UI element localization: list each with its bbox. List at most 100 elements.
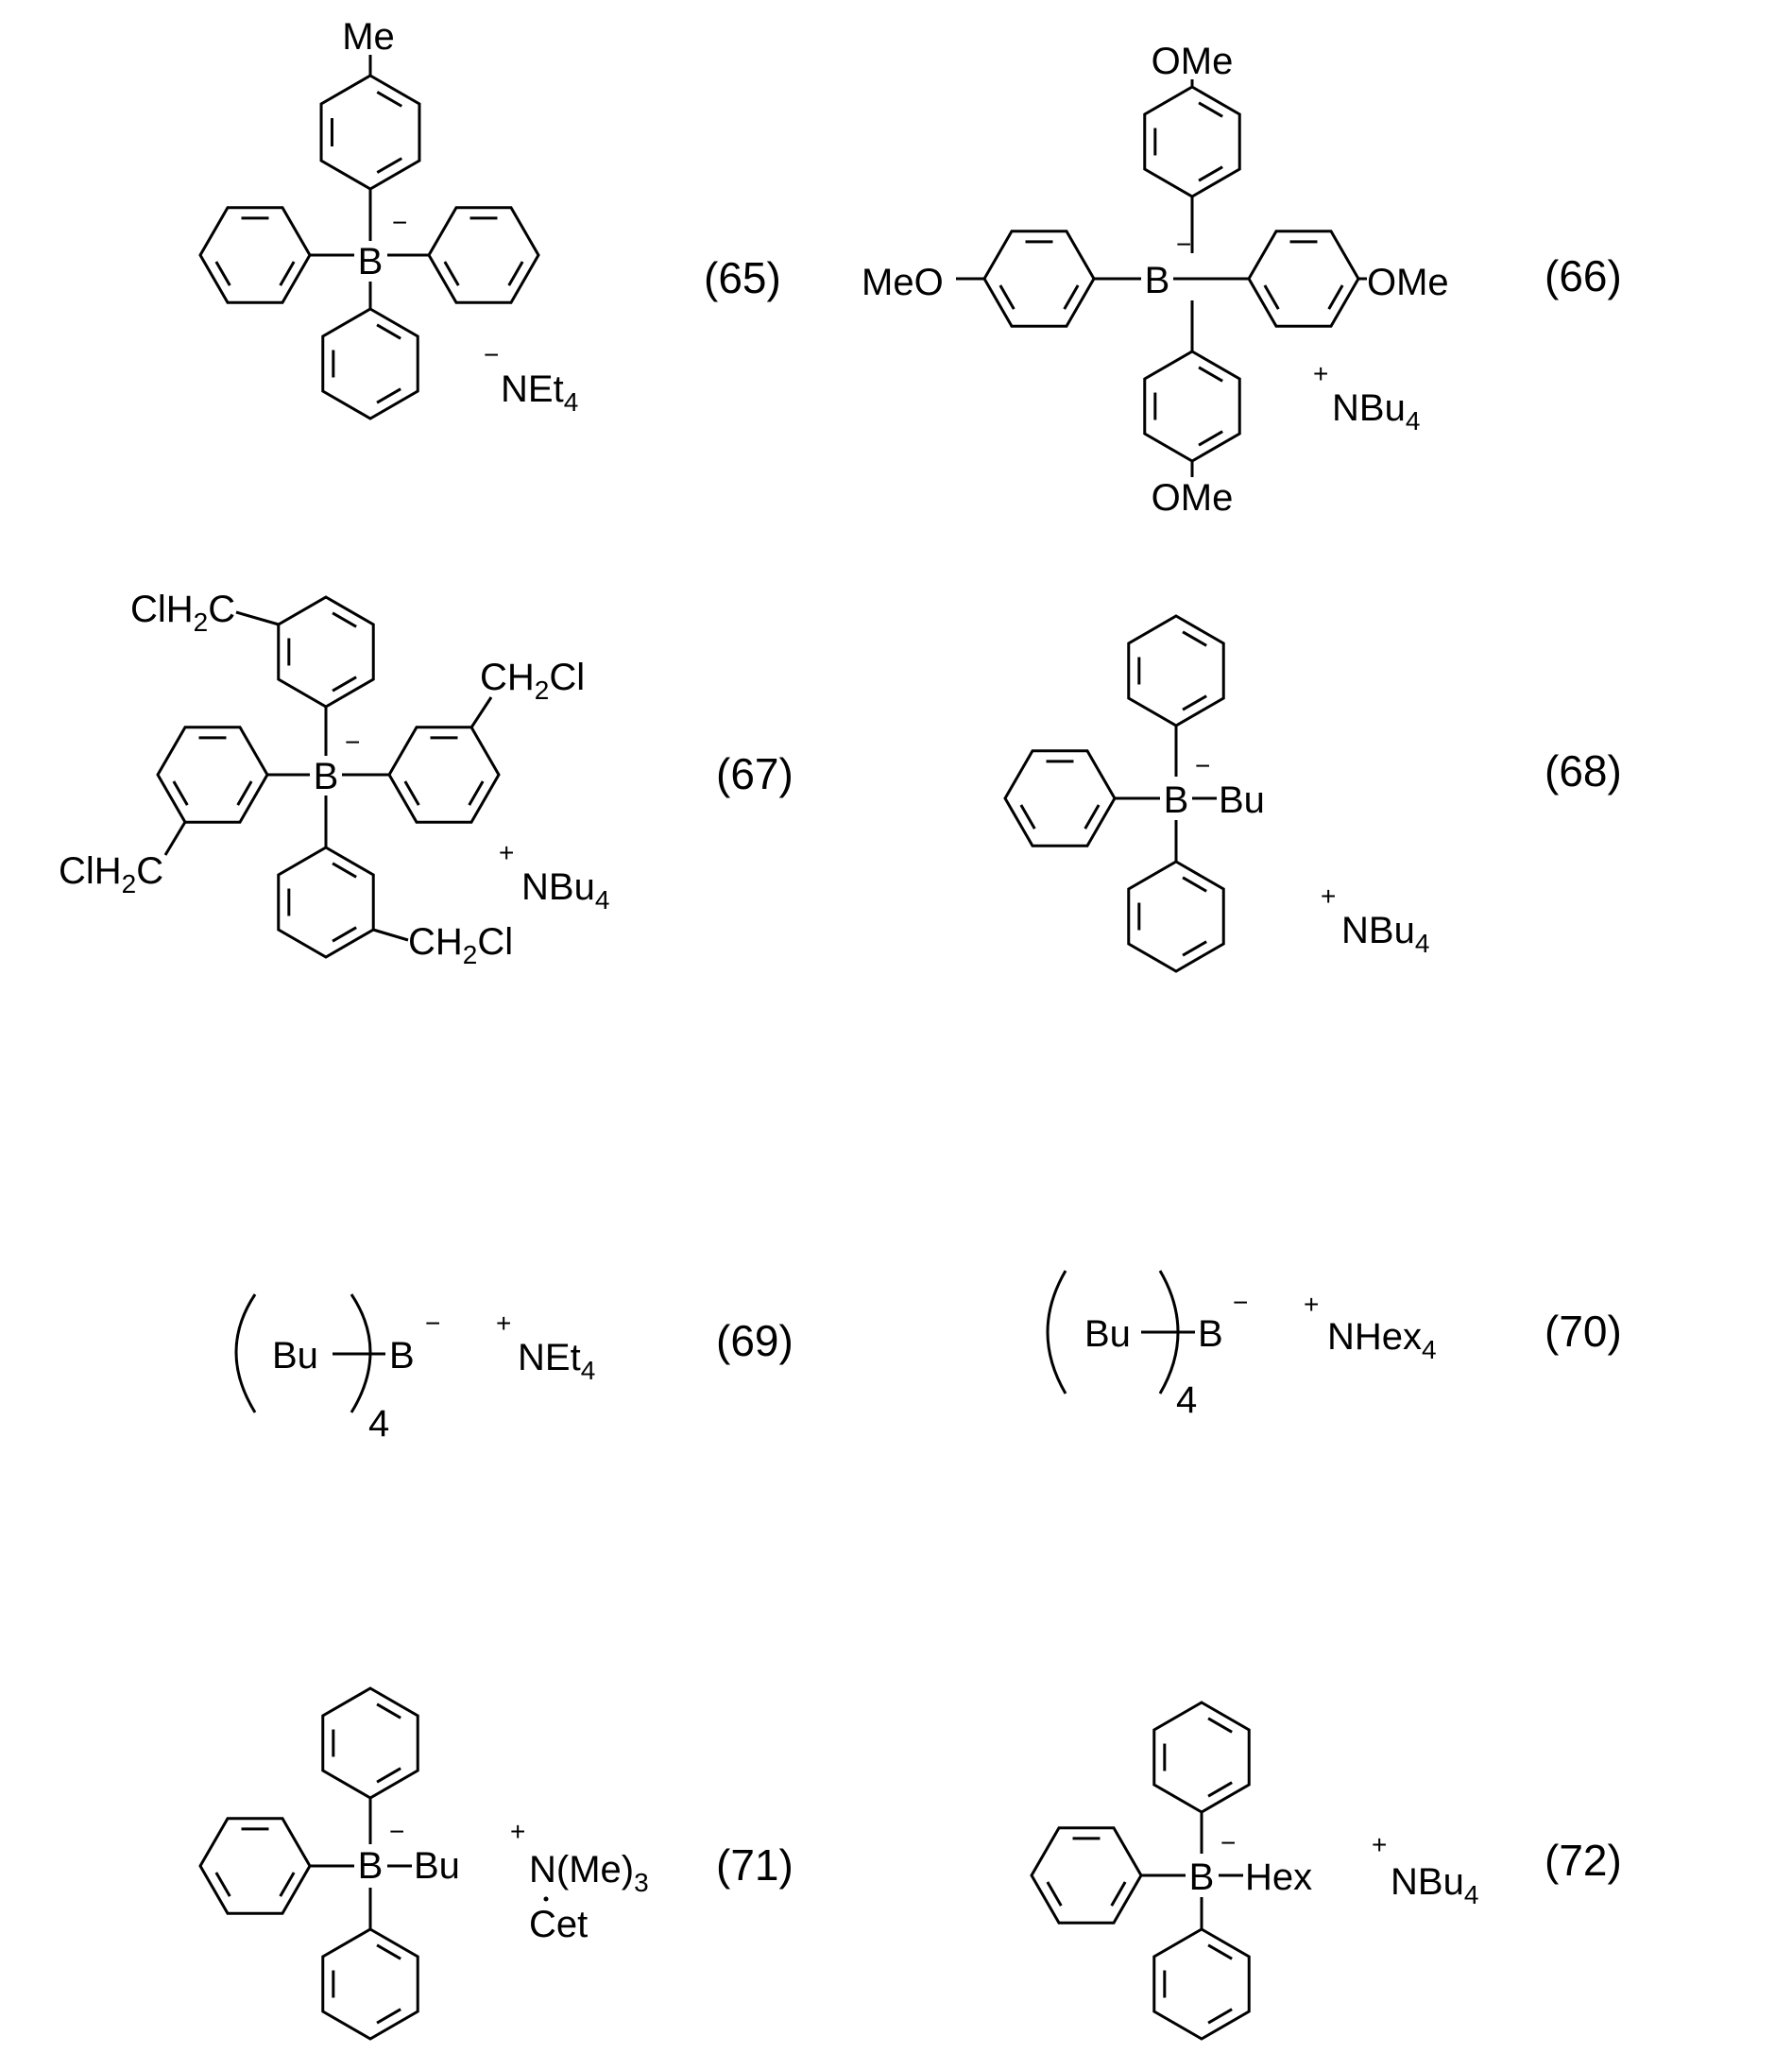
ring-double-bond	[468, 780, 485, 806]
compound-68: B − Bu + NBu4 (68)	[1164, 746, 1622, 958]
ring-outline	[198, 206, 312, 304]
compound-65: Me B − − NEt4 (65)	[342, 16, 781, 417]
left-parenthesis	[1046, 1270, 1067, 1394]
compound-70: Bu B − 4 + NHex4 (70)	[1046, 1270, 1622, 1421]
ring-outline	[1152, 1927, 1251, 2041]
cation-charge: +	[1304, 1290, 1319, 1319]
ring-double-bond	[998, 284, 1015, 310]
ring-outline	[982, 230, 1096, 328]
ring-double-bond	[214, 1872, 231, 1897]
cation-charge: +	[1313, 359, 1328, 388]
ring-outline	[427, 206, 540, 304]
anisyl-bottom-ring	[1143, 350, 1241, 463]
cation-label: NBu4	[521, 866, 609, 915]
ring-double-bond	[1019, 804, 1036, 830]
compound-69: Bu B − 4 + NEt4 (69)	[234, 1293, 794, 1445]
compound-71: B − Bu + N(Me)3 Cet (71)	[358, 1817, 794, 1945]
cation-label: NEt4	[501, 368, 578, 417]
ring-outline	[156, 726, 269, 824]
anisyl-right-ring	[1247, 230, 1360, 328]
ring-double-bond	[1198, 366, 1223, 383]
chloromethyl-bond	[469, 696, 493, 728]
ring-outline	[321, 1927, 419, 2041]
chloromethyl-label-bottom: CH2Cl	[408, 921, 513, 969]
ring-double-bond	[1198, 101, 1223, 118]
hexyl-label: Hex	[1245, 1856, 1312, 1898]
ring-double-bond	[376, 323, 401, 340]
anion-charge: −	[1195, 751, 1210, 780]
cation-charge: +	[496, 1309, 511, 1338]
ring-double-bond	[332, 676, 357, 693]
ring-double-bond	[1182, 694, 1207, 711]
ring-double-bond	[332, 611, 357, 628]
benzyl-chloride-ring-top	[277, 595, 375, 709]
phenyl-bottom-ring	[1127, 860, 1225, 973]
compound-number: (69)	[716, 1316, 794, 1365]
ring-double-bond	[1198, 165, 1223, 182]
ring-outline	[1030, 1826, 1143, 1925]
chloromethyl-label-left: ClH2C	[59, 850, 163, 898]
ring-outline	[277, 846, 375, 959]
cation-label: N(Me)3	[529, 1849, 649, 1897]
anion-charge: −	[425, 1309, 440, 1338]
ring-double-bond	[376, 91, 402, 108]
phenyl-left-ring	[198, 206, 312, 304]
ring-outline	[1127, 860, 1225, 973]
cation-label: NHex4	[1327, 1316, 1437, 1364]
ring-double-bond	[443, 261, 460, 286]
methoxy-right-label: OMe	[1367, 262, 1449, 303]
ring-double-bond	[1046, 1881, 1063, 1907]
butyl-label: Bu	[1219, 779, 1265, 821]
right-parenthesis	[350, 1293, 372, 1413]
ring-outline	[1003, 749, 1117, 847]
anion-charge: −	[1176, 230, 1191, 259]
ring-double-bond	[376, 2008, 401, 2025]
ring-outline	[1143, 350, 1241, 463]
ring-double-bond	[332, 862, 357, 879]
ring-outline	[1143, 85, 1241, 198]
compound-number: (72)	[1545, 1836, 1622, 1885]
ring-double-bond	[1182, 630, 1207, 647]
cation-label: NBu4	[1332, 387, 1420, 436]
ring-outline	[1127, 614, 1225, 727]
ring-double-bond	[1198, 430, 1223, 447]
ring-double-bond	[507, 261, 524, 286]
ring-double-bond	[1207, 2008, 1233, 2025]
multiplier: 4	[368, 1403, 389, 1445]
boron-atom: B	[314, 756, 339, 797]
cation-label: NEt4	[518, 1337, 595, 1385]
boron-atom: B	[358, 241, 384, 282]
multiplier: 4	[1176, 1379, 1197, 1421]
boron-atom: B	[1198, 1313, 1223, 1355]
phenyl-left-ring	[198, 1817, 312, 1915]
cation-label: NBu4	[1341, 910, 1429, 958]
anion-charge: −	[389, 1817, 404, 1846]
ring-double-bond	[1207, 1717, 1233, 1734]
butyl-label: Bu	[272, 1335, 318, 1377]
phenyl-bottom-ring	[1152, 1927, 1251, 2041]
benzyl-chloride-ring-bottom	[277, 846, 375, 959]
phenyl-top-ring	[1152, 1701, 1251, 1814]
boron-atom: B	[1189, 1856, 1215, 1898]
ring-outline	[1247, 230, 1360, 328]
ring-double-bond	[332, 926, 357, 943]
right-parenthesis	[1158, 1270, 1180, 1394]
ring-outline	[321, 307, 419, 420]
benzyl-chloride-ring-right	[387, 726, 501, 824]
compound-66: OMe OMe MeO OMe B − + NBu4 (66)	[862, 41, 1622, 519]
chloromethyl-label-top-left: ClH2C	[130, 589, 235, 637]
ring-double-bond	[376, 387, 401, 404]
boron-atom: B	[358, 1845, 384, 1887]
phenyl-right-ring	[427, 206, 540, 304]
ring-double-bond	[1182, 940, 1207, 957]
ring-double-bond	[236, 780, 253, 806]
compound-number: (65)	[704, 253, 781, 302]
anion-charge: −	[1220, 1828, 1236, 1857]
anion-charge: −	[1233, 1288, 1248, 1317]
compound-67: ClH2C ClH2C CH2Cl CH2Cl B − + NBu4 (67)	[59, 589, 794, 969]
ring-double-bond	[279, 261, 296, 286]
bond-layer	[156, 55, 1367, 2041]
ring-outline	[198, 1817, 312, 1915]
